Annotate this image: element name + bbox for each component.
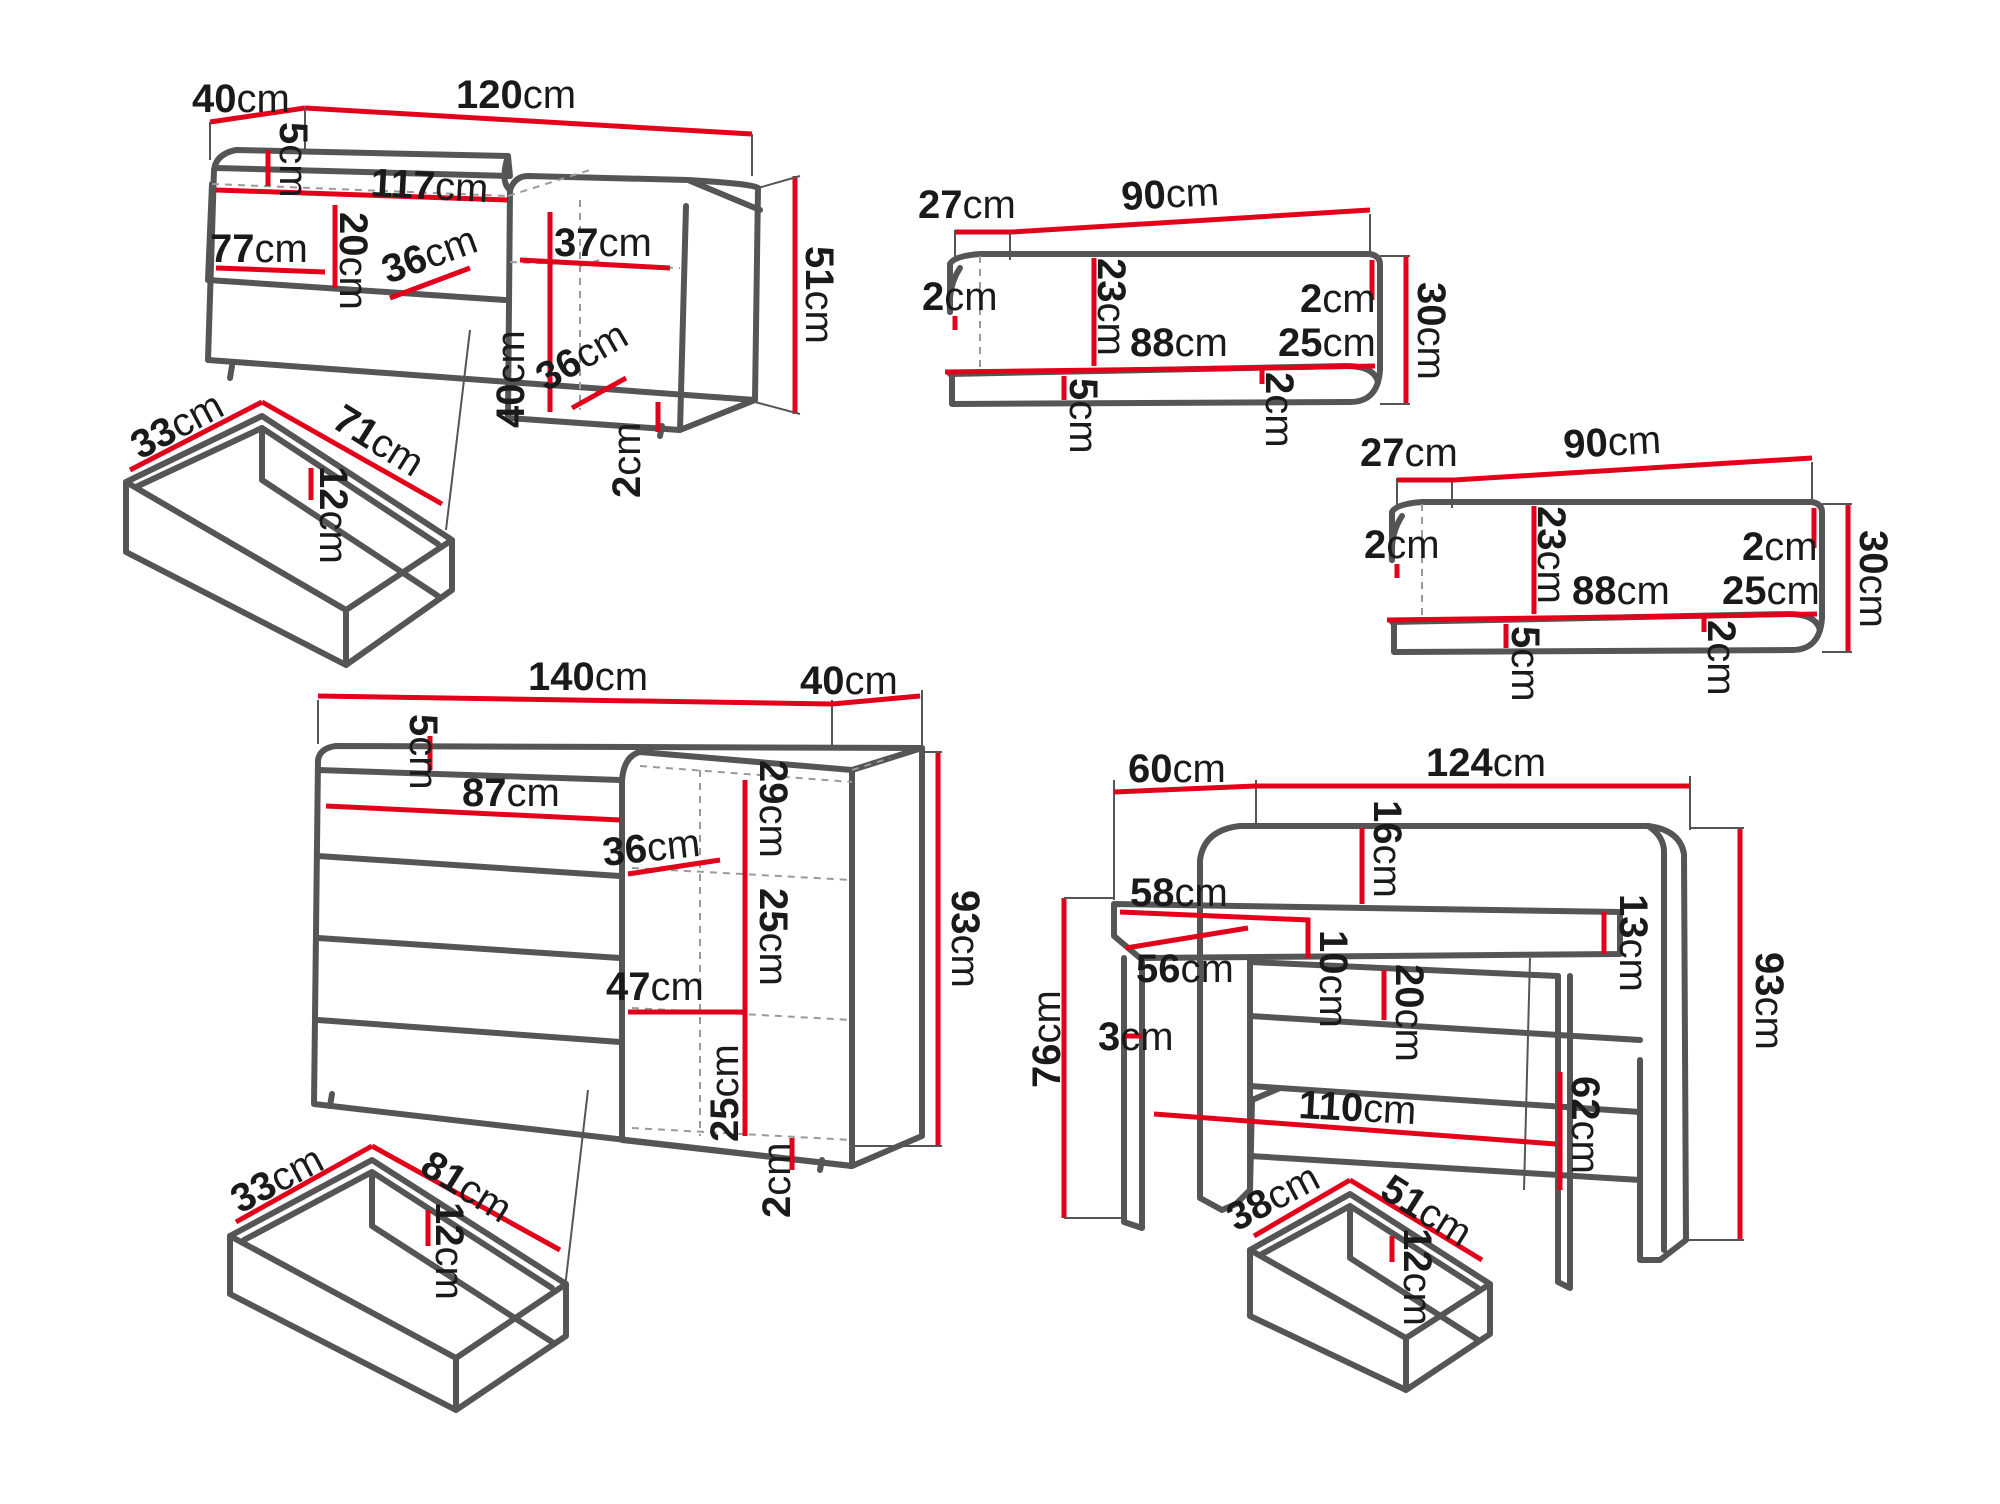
lowboard-drawer-outline bbox=[123, 413, 455, 668]
shelf-2-outline bbox=[1388, 462, 1825, 655]
shelf-2-labels: 27cm 90cm 2cm 23cm 2cm 30cm 88cm 25cm 5c… bbox=[1360, 418, 1895, 702]
commode-shelf-depth-top-label: 36cm bbox=[600, 821, 702, 875]
lowboard-width-label: 120cm bbox=[456, 73, 576, 117]
desk-depth-label: 60cm bbox=[1128, 747, 1226, 791]
lowboard-inner-width-label: 117cm bbox=[370, 161, 490, 211]
shelf-2-height-label: 30cm bbox=[1851, 530, 1895, 628]
shelf-1-labels: 27cm 90cm 2cm 23cm 2cm 30cm 88cm 25cm 5c… bbox=[918, 170, 1453, 454]
lowboard-shelf-height-label: 5cm bbox=[271, 122, 315, 198]
shelf-2-depth-label: 27cm bbox=[1360, 431, 1458, 475]
shelf-1-bottom-label: 5cm bbox=[1061, 378, 1105, 454]
desk-top-depth-label: 58cm bbox=[1130, 871, 1228, 915]
desk-drawer-height-label: 12cm bbox=[1395, 1228, 1439, 1326]
desk-labels: 60cm 124cm 16cm 58cm 56cm 10cm 3cm 76cm … bbox=[1025, 741, 1791, 1174]
shelf-1-height-label: 30cm bbox=[1409, 282, 1453, 380]
desk-inner-height-label: 62cm bbox=[1563, 1076, 1607, 1174]
commode-drawer-height-label: 12cm bbox=[427, 1202, 471, 1300]
desk-upper-height-label: 16cm bbox=[1365, 800, 1409, 898]
shelf-1-back-label: 2cm bbox=[1257, 372, 1301, 448]
desk-shelf-gap-label: 20cm bbox=[1387, 964, 1431, 1062]
desk-inner-depth-label: 56cm bbox=[1136, 947, 1234, 991]
shelf-2-right-side-label: 2cm bbox=[1742, 525, 1818, 569]
lowboard-leg-label: 2cm bbox=[605, 422, 649, 498]
shelf-2-side-label: 2cm bbox=[1364, 523, 1440, 567]
lowboard-dimension-labels: 40cm 120cm 5cm 117cm 77cm 20cm 36cm 37cm… bbox=[192, 73, 841, 498]
shelf-2-width-label: 90cm bbox=[1562, 418, 1662, 467]
shelf-1-width-label: 90cm bbox=[1120, 170, 1220, 219]
lowboard-dimension-lines bbox=[209, 105, 801, 531]
desk-height-low-label: 76cm bbox=[1025, 990, 1069, 1088]
commode-top-label: 5cm bbox=[401, 714, 445, 790]
shelf-2-dimensions bbox=[1386, 455, 1852, 653]
desk-drawer-height-label: 13cm bbox=[1611, 894, 1655, 992]
shelf-1-inner-width-label: 88cm bbox=[1130, 321, 1228, 365]
commode-shelf-depth-mid-label: 47cm bbox=[606, 965, 704, 1009]
desk-drawer-front-label: 10cm bbox=[1311, 930, 1355, 1028]
desk-side-label: 3cm bbox=[1098, 1015, 1174, 1059]
lowboard-left-width-label: 77cm bbox=[210, 227, 308, 271]
commode-outline bbox=[311, 690, 925, 1173]
lowboard-compartment-height-label: 20cm bbox=[331, 212, 375, 310]
shelf-2-inner-height-label: 23cm bbox=[1529, 506, 1573, 604]
shelf-1-side-label: 2cm bbox=[922, 275, 998, 319]
commode-drawer-dimensions: 33cm 81cm 12cm bbox=[224, 1137, 562, 1300]
commode-leg-label: 2cm bbox=[755, 1142, 799, 1218]
shelf-1-dimensions bbox=[944, 207, 1410, 405]
desk-width-label: 124cm bbox=[1426, 741, 1546, 785]
commode-depth-label: 40cm bbox=[800, 659, 898, 703]
shelf-1-right-side-label: 2cm bbox=[1300, 277, 1376, 321]
commode-drawer-outline bbox=[227, 1157, 569, 1413]
commode-labels: 140cm 40cm 5cm 87cm 29cm 36cm 25cm 47cm … bbox=[401, 655, 987, 1218]
desk-drawer-outline bbox=[1247, 1191, 1493, 1393]
shelf-2-inner-width-label: 88cm bbox=[1572, 569, 1670, 613]
commode-open-width-label: 87cm bbox=[462, 771, 560, 815]
commode-width-label: 140cm bbox=[528, 655, 648, 699]
desk-outline bbox=[1111, 776, 1691, 1291]
commode-dimensions bbox=[317, 693, 942, 1297]
commode-compartment-bottom-label: 25cm bbox=[703, 1044, 747, 1142]
commode-height-label: 93cm bbox=[943, 890, 987, 988]
desk-leg-span-label: 110cm bbox=[1298, 1083, 1418, 1133]
shelf-1-inner-height-label: 23cm bbox=[1089, 258, 1133, 356]
shelf-1-right-depth-label: 25cm bbox=[1278, 321, 1376, 365]
desk-dimensions bbox=[1061, 783, 1744, 1241]
desk-height-label: 93cm bbox=[1747, 952, 1791, 1050]
shelf-2-right-depth-label: 25cm bbox=[1722, 569, 1820, 613]
lowboard-door-height-label: 40cm bbox=[489, 330, 533, 428]
shelf-2-back-label: 2cm bbox=[1699, 620, 1743, 696]
lowboard-drawer-height-label: 12cm bbox=[311, 466, 355, 564]
commode-compartment-top-label: 29cm bbox=[751, 760, 795, 858]
lowboard-door-width-label: 37cm bbox=[554, 221, 652, 265]
lowboard-depth-label: 40cm bbox=[192, 77, 290, 121]
shelf-2-bottom-label: 5cm bbox=[1503, 626, 1547, 702]
commode-compartment-mid-label: 25cm bbox=[751, 888, 795, 986]
shelf-1-depth-label: 27cm bbox=[918, 183, 1016, 227]
lowboard-height-label: 51cm bbox=[797, 246, 841, 344]
